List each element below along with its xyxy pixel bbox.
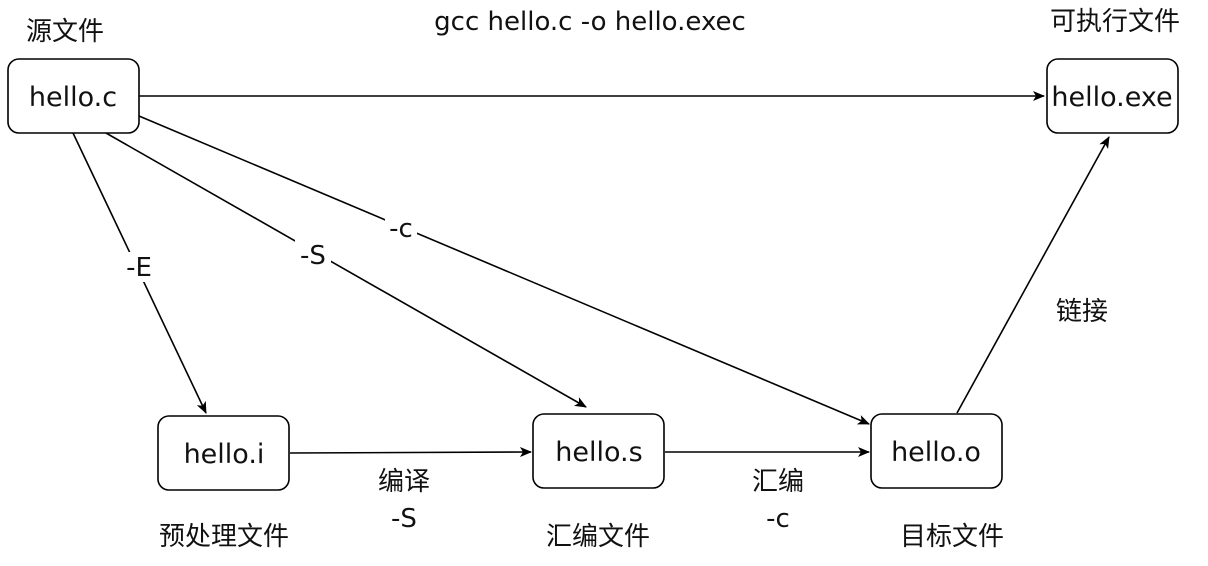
edge-label-gcc-command: gcc hello.c -o hello.exec	[434, 7, 746, 37]
node-assembly-box	[532, 413, 665, 489]
edge-label-compile-line2: -S	[391, 504, 417, 534]
edge-label-compile-line1: 编译	[378, 467, 430, 497]
edge-source-to-assembly	[105, 132, 587, 408]
node-assembly-label: hello.s	[555, 437, 642, 468]
edge-preprocessed-to-assembly	[289, 447, 532, 458]
edge-object-to-executable	[956, 136, 1110, 414]
edge-label-assemble-line1: 汇编	[752, 467, 804, 497]
node-preprocessed-box	[157, 415, 290, 491]
node-preprocessed: hello.i	[157, 415, 290, 491]
node-executable: hello.exe	[1046, 58, 1179, 134]
edge-label-assembly-flag: -S	[300, 241, 326, 271]
edge-label-assemble-line2: -c	[766, 504, 790, 534]
edge-labels: gcc hello.c -o hello.exec -E -S -c 编译 -S…	[121, 7, 1108, 534]
node-assembly-caption: 汇编文件	[546, 522, 650, 552]
node-executable-label: hello.exe	[1051, 82, 1172, 113]
node-source: hello.c	[7, 58, 140, 134]
edges	[72, 91, 1110, 458]
node-object-label: hello.o	[891, 437, 981, 468]
node-object: hello.o	[870, 413, 1003, 489]
edge-label-link: 链接	[1056, 297, 1108, 327]
node-assembly: hello.s	[532, 413, 665, 489]
node-object-box	[870, 413, 1003, 489]
node-source-caption: 源文件	[26, 17, 104, 47]
edge-label-preprocess-flag: -E	[126, 253, 152, 283]
edge-label-object-flag: -c	[389, 214, 413, 244]
node-preprocessed-label: hello.i	[184, 439, 265, 470]
node-preprocessed-caption: 预处理文件	[159, 522, 289, 552]
node-source-label: hello.c	[29, 82, 117, 113]
node-executable-caption: 可执行文件	[1050, 7, 1180, 37]
node-source-box	[7, 58, 140, 134]
node-executable-box	[1046, 58, 1179, 134]
edge-source-to-object	[138, 115, 870, 425]
node-object-caption: 目标文件	[900, 522, 1004, 552]
